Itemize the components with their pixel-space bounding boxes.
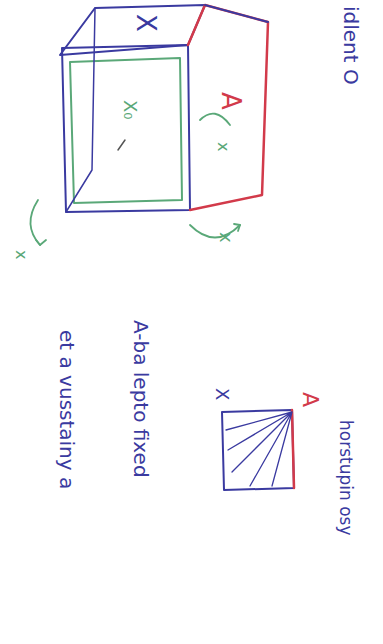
face-label: X₀ — [120, 100, 140, 120]
face-label: X — [131, 14, 160, 32]
note-text: et a vusstainy a — [56, 330, 78, 489]
edge-label: A — [298, 392, 322, 407]
edge-label: X — [212, 388, 232, 400]
note-text: A-ba lepto fixed — [130, 320, 152, 478]
axis-label: x — [12, 250, 30, 259]
axis-label: x — [214, 142, 232, 151]
note-text: horstupin osy — [336, 420, 355, 535]
face-label: A — [216, 92, 245, 110]
axis-label: x — [216, 232, 236, 243]
note-text: idlent O — [340, 6, 362, 85]
